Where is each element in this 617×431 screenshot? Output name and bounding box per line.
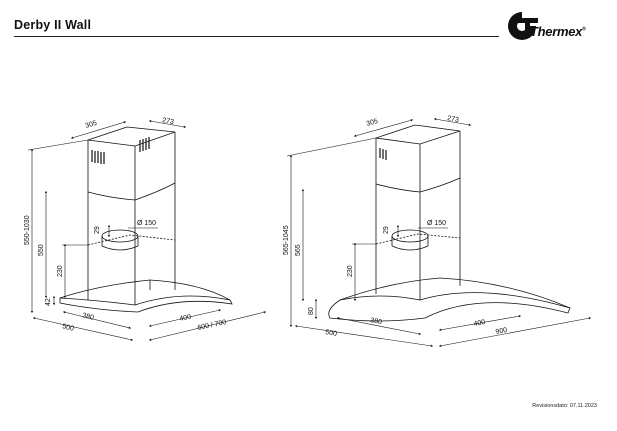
- dim-chimney-width-right: 400: [473, 319, 486, 328]
- chimney-top-left: [87, 126, 176, 147]
- dim-chimney-height-right: 565: [295, 244, 302, 256]
- vent-slots-left: [91, 137, 150, 164]
- chimney-lower-right: [375, 178, 461, 300]
- dim-canopy-width-left: 600 / 700: [197, 319, 227, 332]
- dimension-labels-left: 305 273 550-1030 550 230 29 Ø 150 42 380…: [24, 117, 227, 333]
- dim-top-width-right: 305: [366, 118, 379, 128]
- dim-canopy-width-right: 900: [495, 327, 508, 336]
- dimension-labels-right: 305 273 565-1045 565 230 29 Ø 150 80 380…: [283, 115, 508, 338]
- dim-canopy-depth-left: 500: [62, 323, 75, 333]
- dim-top-width-left: 305: [85, 120, 98, 130]
- dim-canopy-thickness-left: 42: [45, 298, 52, 306]
- dimensions-left: [27, 120, 267, 341]
- dimensions-right: [286, 118, 592, 348]
- dim-total-height-left: 550-1030: [24, 215, 31, 245]
- canopy-right: [328, 292, 571, 322]
- dim-duct-diameter-right: Ø 150: [427, 220, 446, 227]
- revision-date: Revisionsdato: 07.11.2023: [532, 403, 597, 409]
- chimney-upper-left: [87, 132, 176, 200]
- thermex-logo-icon: [508, 12, 538, 40]
- dim-duct-offset-right: 29: [383, 226, 390, 234]
- dim-canopy-depth-right: 500: [325, 329, 338, 338]
- dim-total-height-right: 565-1045: [283, 225, 290, 255]
- dim-top-depth-left: 273: [162, 117, 175, 126]
- page-title: Derby II Wall: [14, 18, 92, 32]
- dim-duct-diameter-left: Ø 150: [137, 220, 156, 227]
- hood-diagram-left: [59, 126, 233, 313]
- thermex-logo: Thermex®: [505, 9, 601, 45]
- vent-slots-right: [379, 148, 387, 160]
- dim-chimney-height-left: 550: [38, 244, 45, 256]
- dim-chimney-depth-right: 380: [370, 317, 383, 326]
- chimney-lower-left: [87, 183, 176, 305]
- hood-diagram-right: [328, 124, 571, 322]
- duct-collar-left: [101, 229, 139, 243]
- dim-lower-height-left: 230: [57, 265, 64, 277]
- canopy-left: [59, 295, 233, 313]
- logo-text: Thermex®: [530, 24, 586, 39]
- duct-collar-right: [391, 229, 429, 243]
- chimney-top-right: [375, 124, 461, 145]
- dim-chimney-depth-left: 380: [82, 312, 95, 322]
- dim-top-depth-right: 273: [447, 115, 460, 124]
- header-rule: [14, 36, 499, 37]
- dim-lower-height-right: 230: [347, 265, 354, 277]
- dim-chimney-width-left: 400: [179, 314, 192, 323]
- dim-duct-offset-left: 29: [94, 226, 101, 234]
- dim-canopy-thickness-right: 80: [308, 307, 315, 315]
- chimney-upper-right: [375, 131, 461, 192]
